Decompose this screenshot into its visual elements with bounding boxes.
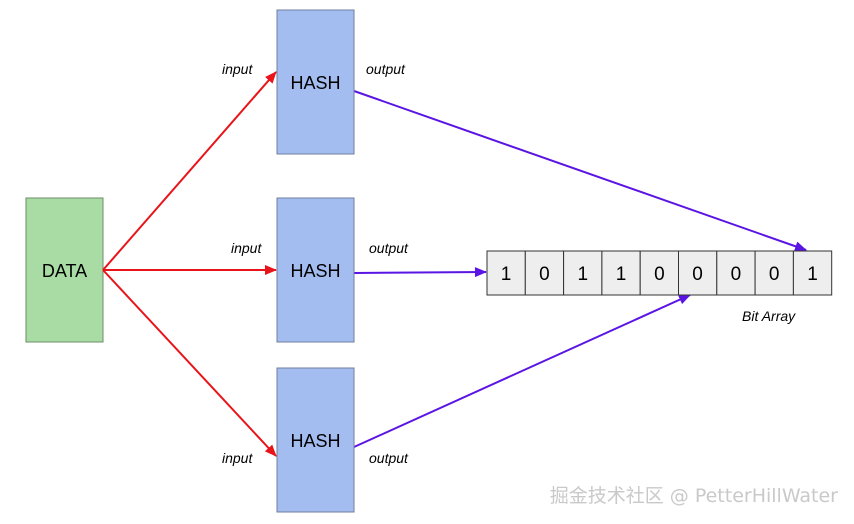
bit-value: 1	[501, 264, 512, 285]
bit-value: 0	[539, 264, 550, 285]
bit-array: 1 0 1 1 0 0 0 0 1	[486, 250, 833, 296]
data-box: DATA	[25, 197, 104, 343]
hash-box-label: HASH	[290, 73, 340, 93]
hash-box-label: HASH	[290, 431, 340, 451]
input-arrow-bottom	[102, 269, 277, 457]
input-arrow-top	[102, 71, 277, 271]
bit-value: 0	[692, 264, 703, 285]
bit-value: 0	[769, 264, 780, 285]
output-label-top: output	[366, 61, 406, 77]
output-label-middle: output	[369, 240, 409, 256]
bit-cell: 1	[792, 250, 833, 296]
bit-cell: 0	[524, 250, 565, 296]
bit-cell: 1	[563, 250, 603, 296]
bit-value: 0	[654, 264, 665, 285]
bit-cell: 0	[716, 250, 756, 296]
input-label-bottom: input	[222, 450, 253, 466]
hash-box-middle: HASH	[276, 197, 355, 343]
watermark: 掘金技术社区 @ PetterHillWater	[550, 485, 838, 507]
bit-value: 0	[731, 264, 742, 285]
bit-value: 1	[578, 264, 589, 285]
data-box-label: DATA	[42, 261, 87, 281]
hash-box-bottom: HASH	[276, 367, 355, 513]
bit-cell: 0	[678, 250, 718, 296]
input-label-top: input	[222, 61, 253, 77]
output-label-bottom: output	[369, 450, 409, 466]
bit-cell: 1	[601, 250, 641, 296]
bit-value: 1	[616, 264, 627, 285]
bit-cell: 0	[754, 250, 794, 296]
output-arrow-middle	[353, 267, 487, 278]
bit-array-caption: Bit Array	[742, 308, 796, 324]
bit-cell: 0	[639, 250, 680, 296]
bit-cell: 1	[486, 250, 526, 296]
output-arrow-top	[353, 90, 807, 252]
hash-box-label: HASH	[290, 261, 340, 281]
bit-value: 1	[807, 264, 818, 285]
hash-box-top: HASH	[276, 9, 355, 155]
input-label-middle: input	[231, 240, 262, 256]
output-arrow-bottom	[353, 294, 691, 448]
